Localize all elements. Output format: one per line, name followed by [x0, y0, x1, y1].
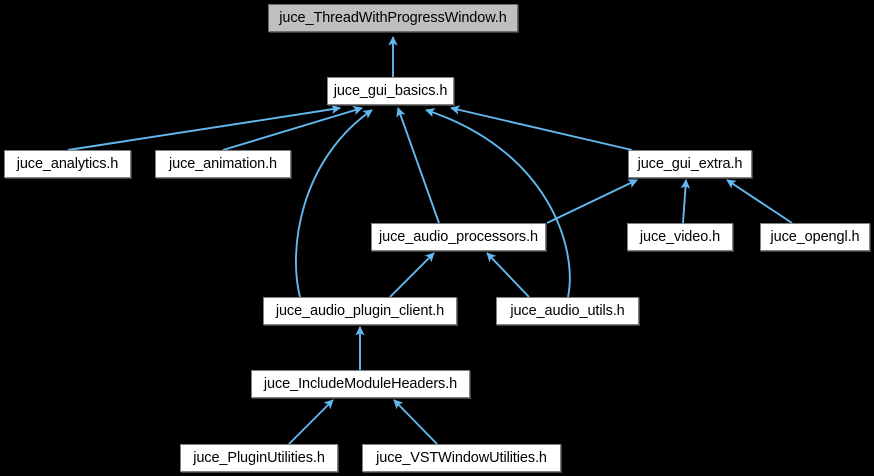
node-audio_plugin_client[interactable]: juce_audio_plugin_client.h — [263, 297, 457, 325]
node-label-include_module_headers: juce_IncludeModuleHeaders.h — [263, 375, 458, 392]
edge-video-to-gui_extra — [680, 179, 691, 224]
edge-gui_extra-to-gui_basics — [450, 105, 633, 151]
node-label-opengl: juce_opengl.h — [770, 228, 860, 245]
node-label-gui_basics: juce_gui_basics.h — [333, 82, 448, 99]
node-label-vst_window_utilities: juce_VSTWindowUtilities.h — [376, 449, 547, 466]
node-label-audio_processors: juce_audio_processors.h — [379, 228, 538, 245]
edge-audio_plugin_client-to-gui_basics — [295, 109, 373, 298]
edge-audio_processors-to-gui_extra — [546, 179, 638, 224]
edge-plugin_utilities-to-include_module_headers — [288, 399, 334, 445]
node-label-plugin_utilities: juce_PluginUtilities.h — [193, 449, 325, 466]
edge-audio_processors-to-gui_basics — [396, 107, 440, 224]
node-gui_basics[interactable]: juce_gui_basics.h — [327, 77, 454, 105]
node-video[interactable]: juce_video.h — [627, 223, 733, 251]
node-label-video: juce_video.h — [639, 228, 721, 245]
node-label-thread_with_progress_window: juce_ThreadWithProgressWindow.h — [279, 9, 507, 26]
node-label-audio_utils: juce_audio_utils.h — [510, 302, 625, 319]
node-gui_extra[interactable]: juce_gui_extra.h — [628, 150, 752, 178]
node-thread_with_progress_window[interactable]: juce_ThreadWithProgressWindow.h — [268, 4, 518, 32]
edge-opengl-to-gui_extra — [726, 179, 793, 224]
node-audio_processors[interactable]: juce_audio_processors.h — [371, 223, 546, 251]
node-label-analytics: juce_analytics.h — [16, 155, 119, 172]
node-label-animation: juce_animation.h — [168, 155, 278, 172]
node-label-audio_plugin_client: juce_audio_plugin_client.h — [275, 302, 445, 319]
node-include_module_headers[interactable]: juce_IncludeModuleHeaders.h — [251, 370, 470, 398]
edge-audio_utils-to-gui_basics — [425, 108, 571, 298]
node-plugin_utilities[interactable]: juce_PluginUtilities.h — [180, 444, 338, 472]
edge-analytics-to-gui_basics — [67, 104, 341, 151]
node-animation[interactable]: juce_animation.h — [155, 150, 291, 178]
node-label-gui_extra: juce_gui_extra.h — [637, 155, 743, 172]
edge-audio_utils-to-audio_processors — [486, 252, 530, 298]
node-opengl[interactable]: juce_opengl.h — [760, 223, 870, 251]
edge-vst_window_utilities-to-include_module_headers — [393, 399, 438, 445]
node-vst_window_utilities[interactable]: juce_VSTWindowUtilities.h — [362, 444, 561, 472]
edge-animation-to-gui_basics — [222, 105, 363, 151]
edge-audio_plugin_client-to-audio_processors — [389, 252, 435, 298]
node-analytics[interactable]: juce_analytics.h — [4, 150, 131, 178]
node-audio_utils[interactable]: juce_audio_utils.h — [496, 297, 639, 325]
